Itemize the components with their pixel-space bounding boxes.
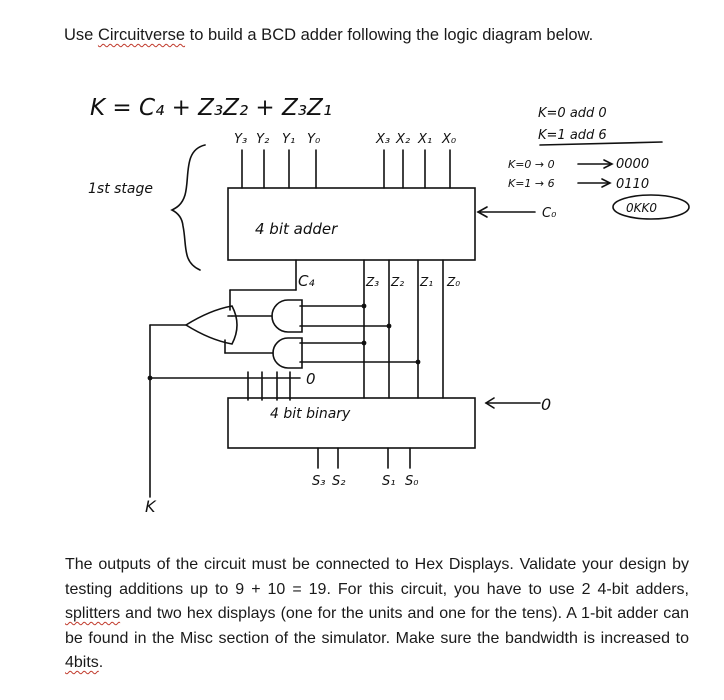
bits-word: 4bits xyxy=(65,654,99,671)
note-map-k0: K=0 → 0 xyxy=(508,158,555,171)
y3-label: Y₃ xyxy=(234,132,247,147)
instruction-rest: to build a BCD adder following the logic… xyxy=(185,26,594,44)
z1-label: Z₁ xyxy=(419,275,433,289)
y1-label: Y₁ xyxy=(282,132,295,147)
zero-input-label: 0 xyxy=(306,370,316,388)
s0-label: S₀ xyxy=(405,474,419,489)
note-bits-0: 0000 xyxy=(616,157,649,172)
note-map-k1: K=1 → 6 xyxy=(508,177,555,190)
x3-label: X₃ xyxy=(375,132,390,147)
binary-label: 4 bit binary xyxy=(270,406,351,422)
four-bit-binary-box xyxy=(227,397,476,449)
z2-label: Z₂ xyxy=(390,275,404,289)
note-k1: K=1 add 6 xyxy=(538,128,607,143)
and-gate-2 xyxy=(272,337,303,369)
y2-label: Y₂ xyxy=(256,132,269,147)
c4-label: C₄ xyxy=(298,272,315,290)
z3-label: Z₃ xyxy=(365,275,379,289)
zero-carry-label: 0 xyxy=(541,395,551,414)
s3-label: S₃ xyxy=(312,474,325,489)
note-bits-6: 0110 xyxy=(616,177,649,192)
x1-label: X₁ xyxy=(417,132,432,147)
note-k0: K=0 add 0 xyxy=(538,106,607,121)
para-part-1: The outputs of the circuit must be conne… xyxy=(65,556,689,598)
c0-label: C₀ xyxy=(542,206,557,221)
para-part-3: . xyxy=(98,654,104,671)
z0-label: Z₀ xyxy=(446,275,460,289)
s1-label: S₁ xyxy=(382,474,395,489)
para-part-2: and two hex displays (one for the units … xyxy=(65,605,689,647)
circled-note xyxy=(612,194,690,220)
y0-label: Y₀ xyxy=(307,132,321,147)
x0-label: X₀ xyxy=(441,132,457,147)
note-circled: 0KK0 xyxy=(626,201,657,215)
instruction-text: Use Circuitverse to build a BCD adder fo… xyxy=(64,26,593,45)
circuitverse-word: Circuitverse xyxy=(97,26,186,44)
adder-label: 4 bit adder xyxy=(255,220,338,238)
or-gate xyxy=(184,305,238,345)
x2-label: X₂ xyxy=(395,132,410,147)
instruction-lead: Use xyxy=(64,26,98,44)
s2-label: S₂ xyxy=(332,474,345,489)
four-bit-adder-box xyxy=(227,187,476,261)
k-output-label: K xyxy=(145,497,157,516)
stage-label: 1st stage xyxy=(88,181,153,197)
requirements-paragraph: The outputs of the circuit must be conne… xyxy=(65,553,689,676)
k-equation: K = C₄ + Z₃Z₂ + Z₃Z₁ xyxy=(90,95,332,121)
and-gate-1 xyxy=(271,299,303,333)
splitters-word: splitters xyxy=(65,605,121,622)
